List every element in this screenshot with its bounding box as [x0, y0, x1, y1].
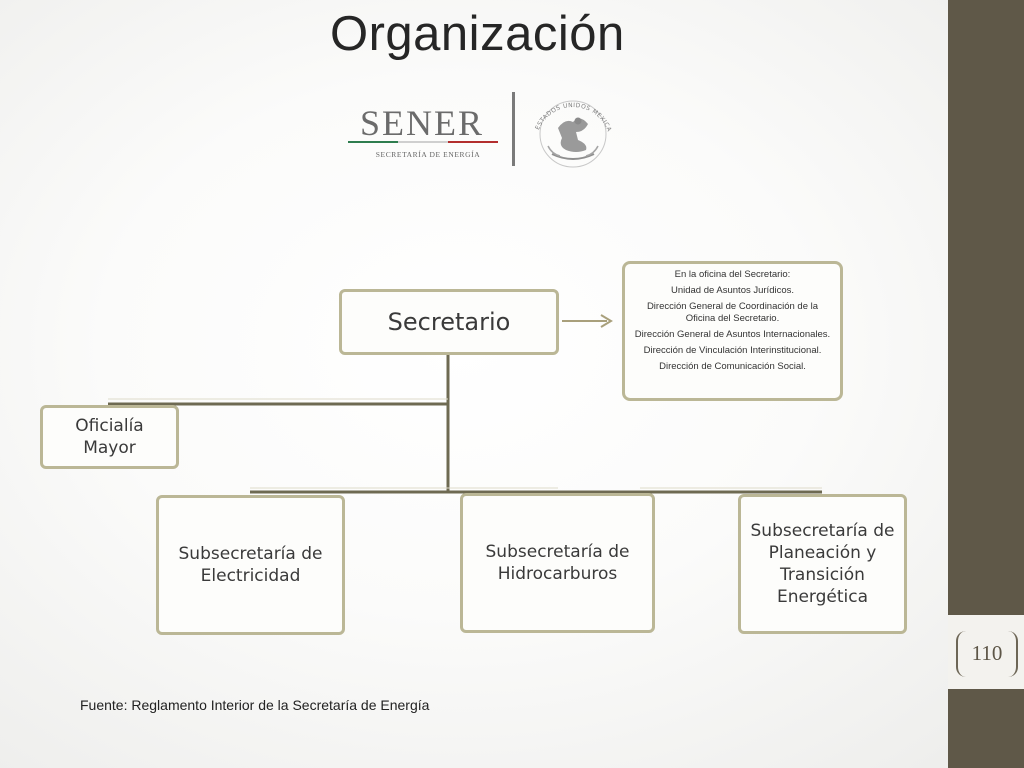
logo-wordmark: SENER [360, 103, 484, 143]
box-subsecretaria-electricidad: Subsecretaría de Electricidad [156, 495, 345, 635]
note-line: Unidad de Asuntos Jurídicos. [670, 285, 795, 296]
arrow-right-icon [562, 314, 613, 328]
box-subsecretaria-hidrocarburos: Subsecretaría de Hidrocarburos [460, 493, 655, 633]
page-number: 110 [956, 631, 1018, 677]
box-electricidad-label: Subsecretaría de Electricidad [178, 544, 323, 586]
page-number-tab [948, 615, 1024, 689]
sener-logo: SENER SECRETARÍA DE ENERGÍA ESTADOS UNID… [340, 88, 612, 168]
slide-title: Organización [330, 7, 625, 61]
box-oficialia-mayor: Oficialía Mayor [40, 405, 179, 469]
secretary-office-note: En la oficina del Secretario: Unidad de … [622, 261, 843, 401]
box-subsecretaria-planeacion: Subsecretaría de Planeación y Transición… [738, 494, 907, 634]
source-footnote: Fuente: Reglamento Interior de la Secret… [80, 697, 430, 713]
box-oficialia-mayor-label: Oficialía Mayor [75, 416, 144, 458]
box-hidrocarburos-label: Subsecretaría de Hidrocarburos [485, 542, 630, 584]
box-planeacion-label: Subsecretaría de Planeación y Transición… [750, 521, 895, 607]
note-line: En la oficina del Secretario: [674, 269, 791, 280]
box-secretario-label: Secretario [387, 308, 511, 336]
note-line: Dirección de Comunicación Social. [659, 361, 806, 372]
note-line: Dirección General de Coordinación de la … [646, 301, 819, 324]
logo-subtitle: SECRETARÍA DE ENERGÍA [376, 149, 481, 159]
box-secretario: Secretario [339, 289, 559, 355]
note-line: Dirección General de Asuntos Internacion… [634, 329, 831, 340]
note-line: Dirección de Vinculación Interinstitucio… [643, 345, 822, 356]
